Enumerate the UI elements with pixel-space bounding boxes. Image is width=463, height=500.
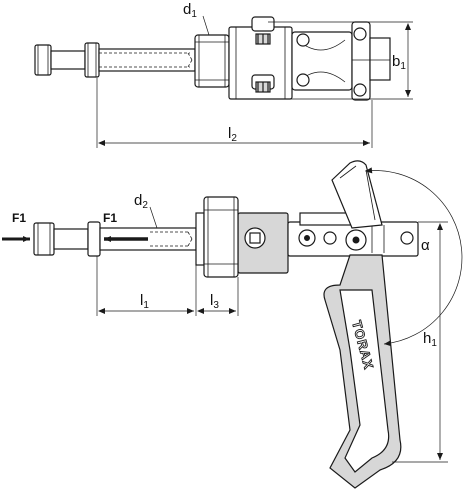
- pivot-2: [323, 231, 337, 245]
- top-collar-nut: [194, 34, 230, 88]
- label-l1: l1: [140, 292, 149, 311]
- side-collar-washer: [195, 212, 205, 266]
- label-force-inner: F1: [103, 211, 117, 225]
- pivot-4: [400, 231, 414, 245]
- side-collar-nut: [203, 196, 239, 278]
- top-pin-upper: [251, 16, 275, 32]
- label-l2: l2: [228, 125, 237, 144]
- alpha-arc: [365, 167, 463, 347]
- top-plunger-head: [34, 44, 52, 76]
- side-plunger-head: [33, 222, 55, 256]
- top-plunger-rod: [50, 50, 86, 70]
- label-h1: h1: [423, 330, 437, 349]
- label-b1: b1: [392, 53, 406, 72]
- label-d1: d1: [183, 1, 197, 20]
- top-lock-nut: [84, 42, 100, 78]
- side-lock-nut: [87, 221, 101, 257]
- label-d2: d2: [134, 192, 148, 211]
- label-l3: l3: [210, 292, 219, 311]
- side-plunger-rod: [53, 228, 89, 250]
- side-view: TORAX: [2, 160, 463, 489]
- top-handle-end: [369, 37, 391, 81]
- top-threaded-rod: [98, 48, 196, 72]
- top-view: [34, 15, 413, 148]
- label-force-outer: F1: [12, 211, 26, 225]
- label-alpha: α: [421, 237, 430, 254]
